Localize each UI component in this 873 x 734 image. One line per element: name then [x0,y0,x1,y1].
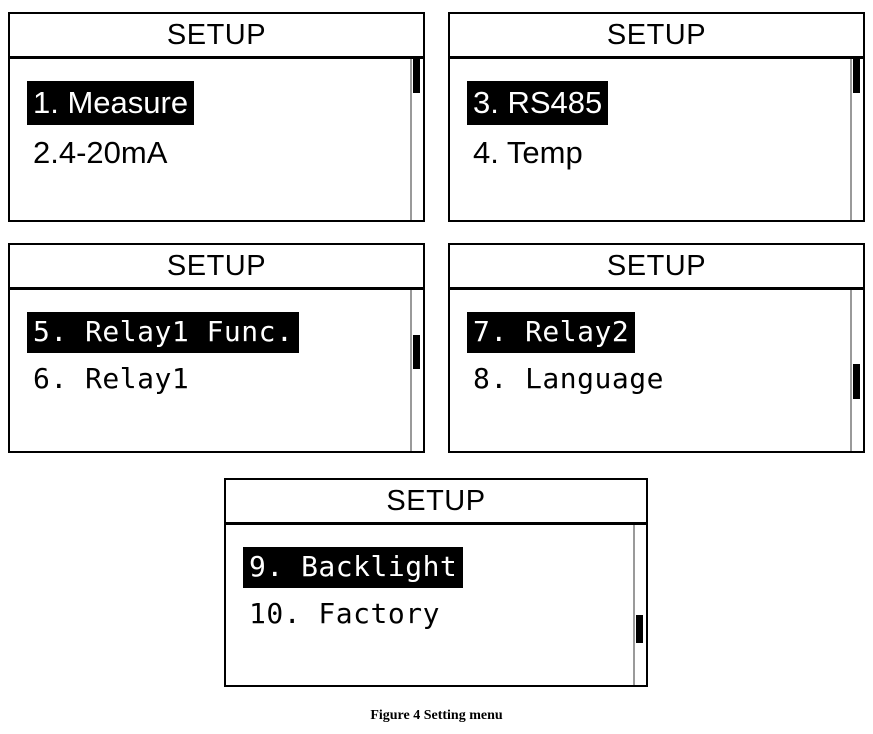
scrollbar-thumb[interactable] [413,335,420,369]
menu-item-selected[interactable]: 9. Backlight [243,547,464,588]
scrollbar-track[interactable] [850,290,860,451]
scrollbar-track[interactable] [410,290,420,451]
panel-header: SETUP [450,245,863,290]
menu-list: 3. RS485 4. Temp [467,81,839,181]
menu-item-selected[interactable]: 7. Relay2 [467,312,636,353]
scrollbar-track[interactable] [633,525,643,685]
panel-header: SETUP [10,14,423,59]
menu-list: 7. Relay2 8. Language [467,312,839,406]
panel-header: SETUP [450,14,863,59]
menu-item[interactable]: 8. Language [473,362,664,395]
scrollbar-thumb[interactable] [413,59,420,93]
lcd-panel-1: SETUP 1. Measure 2.4-20mA [8,12,425,222]
scrollbar-thumb[interactable] [853,59,860,93]
menu-item[interactable]: 6. Relay1 [33,362,190,395]
panel-title: SETUP [606,249,707,282]
panel-title: SETUP [386,484,486,517]
scrollbar-track[interactable] [410,59,420,220]
lcd-panel-3: SETUP 5. Relay1 Func. 6. Relay1 [8,243,425,453]
menu-list: 5. Relay1 Func. 6. Relay1 [27,312,399,406]
panel-body: 5. Relay1 Func. 6. Relay1 [10,290,423,451]
menu-item[interactable]: 4. Temp [473,135,583,170]
menu-item-selected[interactable]: 5. Relay1 Func. [27,312,300,353]
menu-list: 1. Measure 2.4-20mA [27,81,399,181]
scrollbar-thumb[interactable] [636,614,643,644]
menu-item[interactable]: 2.4-20mA [33,135,168,170]
lcd-panel-5: SETUP 9. Backlight 10. Factory [224,478,648,687]
figure-caption: Figure 4 Setting menu [370,708,503,723]
panel-body: 7. Relay2 8. Language [450,290,863,451]
menu-item[interactable]: 10. Factory [249,597,440,630]
menu-list: 9. Backlight 10. Factory [243,547,622,641]
scrollbar-thumb[interactable] [853,364,860,400]
panel-title: SETUP [166,249,267,282]
scrollbar-track[interactable] [850,59,860,220]
panel-header: SETUP [10,245,423,290]
panel-body: 3. RS485 4. Temp [450,59,863,220]
panel-body: 1. Measure 2.4-20mA [10,59,423,220]
menu-item-selected[interactable]: 1. Measure [27,81,195,125]
lcd-panel-2: SETUP 3. RS485 4. Temp [448,12,865,222]
panel-title: SETUP [166,18,267,51]
menu-item-selected[interactable]: 3. RS485 [467,81,609,125]
panel-title: SETUP [606,18,707,51]
lcd-panel-4: SETUP 7. Relay2 8. Language [448,243,865,453]
panel-body: 9. Backlight 10. Factory [226,525,646,685]
panel-header: SETUP [226,480,646,525]
